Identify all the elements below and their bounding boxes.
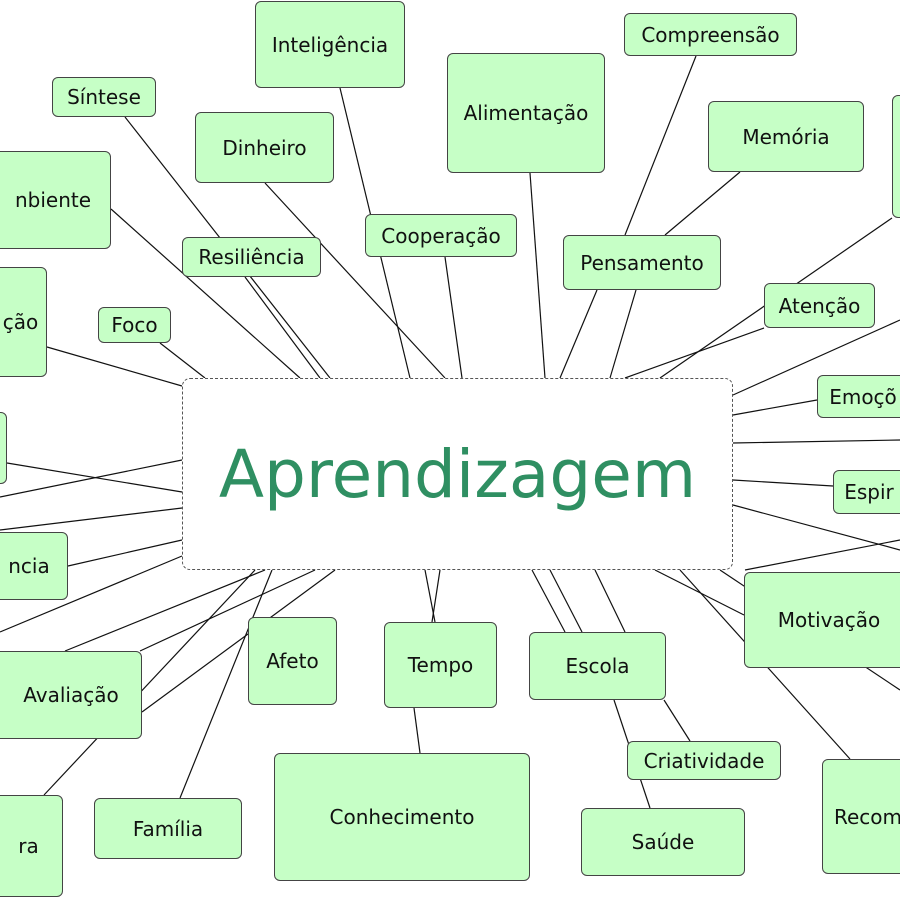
node-label: nbiente bbox=[14, 188, 92, 212]
node-familia[interactable]: Família bbox=[94, 798, 242, 859]
connector-line bbox=[431, 569, 441, 623]
node-tempo[interactable]: Tempo bbox=[384, 622, 497, 708]
node-right-top-box[interactable] bbox=[892, 95, 900, 218]
node-label: Tempo bbox=[407, 653, 474, 677]
node-label: Resiliência bbox=[198, 245, 305, 269]
connector-line bbox=[413, 707, 421, 754]
connector-line bbox=[264, 182, 446, 379]
connector-line bbox=[744, 539, 900, 571]
connector-line bbox=[663, 699, 691, 742]
connector-line bbox=[531, 569, 566, 633]
node-label: Recom bbox=[833, 804, 900, 829]
node-label: Conhecimento bbox=[329, 805, 475, 829]
node-label: Compreensão bbox=[641, 22, 780, 47]
node-label: Foco bbox=[111, 313, 158, 337]
node-emocao[interactable]: Emoçõ bbox=[817, 375, 900, 418]
node-label: ra bbox=[18, 834, 39, 858]
node-inteligencia[interactable]: Inteligência bbox=[255, 1, 405, 88]
connector-line bbox=[64, 569, 266, 652]
node-ambiente[interactable]: nbiente bbox=[0, 151, 111, 249]
connector-line bbox=[0, 507, 183, 531]
node-sintese[interactable]: Síntese bbox=[52, 77, 156, 117]
connector-line bbox=[244, 276, 321, 379]
connector-line bbox=[732, 479, 834, 487]
connector-line bbox=[139, 569, 316, 652]
node-label: Emoçõ bbox=[829, 384, 897, 409]
center-label: Aprendizagem bbox=[218, 435, 697, 513]
node-label: Família bbox=[132, 816, 204, 841]
node-label: ncia bbox=[8, 554, 50, 578]
connector-line bbox=[549, 569, 583, 633]
node-acao[interactable]: ção bbox=[0, 267, 47, 377]
connector-line bbox=[624, 55, 697, 236]
connector-line bbox=[0, 555, 183, 633]
connector-line bbox=[732, 399, 818, 416]
connector-line bbox=[43, 569, 256, 796]
node-left-mid-box[interactable] bbox=[0, 412, 7, 484]
node-label: Alimentação bbox=[463, 101, 589, 125]
node-label: Cooperação bbox=[381, 223, 501, 248]
node-pensamento[interactable]: Pensamento bbox=[563, 235, 721, 290]
node-label: Síntese bbox=[67, 85, 141, 109]
node-atencao[interactable]: Atenção bbox=[764, 283, 875, 328]
node-label: Saúde bbox=[631, 830, 695, 854]
node-label: Atenção bbox=[778, 293, 861, 318]
node-cooperacao[interactable]: Cooperação bbox=[365, 214, 517, 257]
node-label: Afeto bbox=[266, 649, 319, 673]
node-saude[interactable]: Saúde bbox=[581, 808, 745, 876]
connector-line bbox=[0, 459, 183, 498]
node-label: Inteligência bbox=[271, 32, 389, 57]
node-ciencia[interactable]: ncia bbox=[0, 532, 68, 600]
connector-line bbox=[444, 256, 463, 379]
node-recompensa[interactable]: Recom bbox=[822, 759, 900, 874]
connector-line bbox=[609, 289, 637, 379]
node-resiliencia[interactable]: Resiliência bbox=[182, 237, 321, 277]
node-conhecimento[interactable]: Conhecimento bbox=[274, 753, 530, 881]
connector-line bbox=[110, 208, 301, 379]
connector-line bbox=[664, 171, 741, 236]
node-alimentacao[interactable]: Alimentação bbox=[447, 53, 605, 173]
node-memoria[interactable]: Memória bbox=[708, 101, 864, 172]
node-dinheiro[interactable]: Dinheiro bbox=[195, 112, 334, 183]
connector-line bbox=[594, 569, 626, 633]
node-avaliacao[interactable]: Avaliação bbox=[0, 651, 142, 739]
connector-line bbox=[141, 569, 336, 713]
connector-line bbox=[624, 327, 765, 379]
node-espiritualidade[interactable]: Espir bbox=[833, 470, 900, 514]
node-compreensao[interactable]: Compreensão bbox=[624, 13, 797, 56]
node-label: Dinheiro bbox=[222, 135, 307, 160]
node-label: Criatividade bbox=[643, 748, 765, 773]
connector-line bbox=[529, 172, 546, 379]
node-label: Pensamento bbox=[580, 250, 704, 275]
node-label: Memória bbox=[742, 124, 830, 149]
connector-line bbox=[732, 504, 900, 551]
connector-line bbox=[179, 569, 273, 799]
node-afeto[interactable]: Afeto bbox=[248, 617, 337, 705]
node-cultura[interactable]: ra bbox=[0, 795, 63, 897]
node-label: Motivação bbox=[777, 608, 881, 632]
connector-line bbox=[67, 539, 183, 567]
node-label: Espir bbox=[844, 480, 894, 504]
connector-line bbox=[732, 319, 900, 396]
node-criatividade[interactable]: Criatividade bbox=[627, 741, 781, 780]
connector-line bbox=[559, 289, 598, 379]
node-foco[interactable]: Foco bbox=[98, 307, 171, 343]
node-escola[interactable]: Escola bbox=[529, 632, 666, 700]
center-node-aprendizagem[interactable]: Aprendizagem bbox=[182, 378, 733, 570]
connector-line bbox=[46, 346, 183, 387]
connector-line bbox=[159, 342, 206, 379]
node-label: ção bbox=[2, 310, 39, 334]
node-label: Escola bbox=[565, 654, 630, 678]
node-motivacao[interactable]: Motivação bbox=[744, 572, 900, 668]
connector-line bbox=[732, 439, 900, 444]
node-label: Avaliação bbox=[23, 683, 119, 707]
